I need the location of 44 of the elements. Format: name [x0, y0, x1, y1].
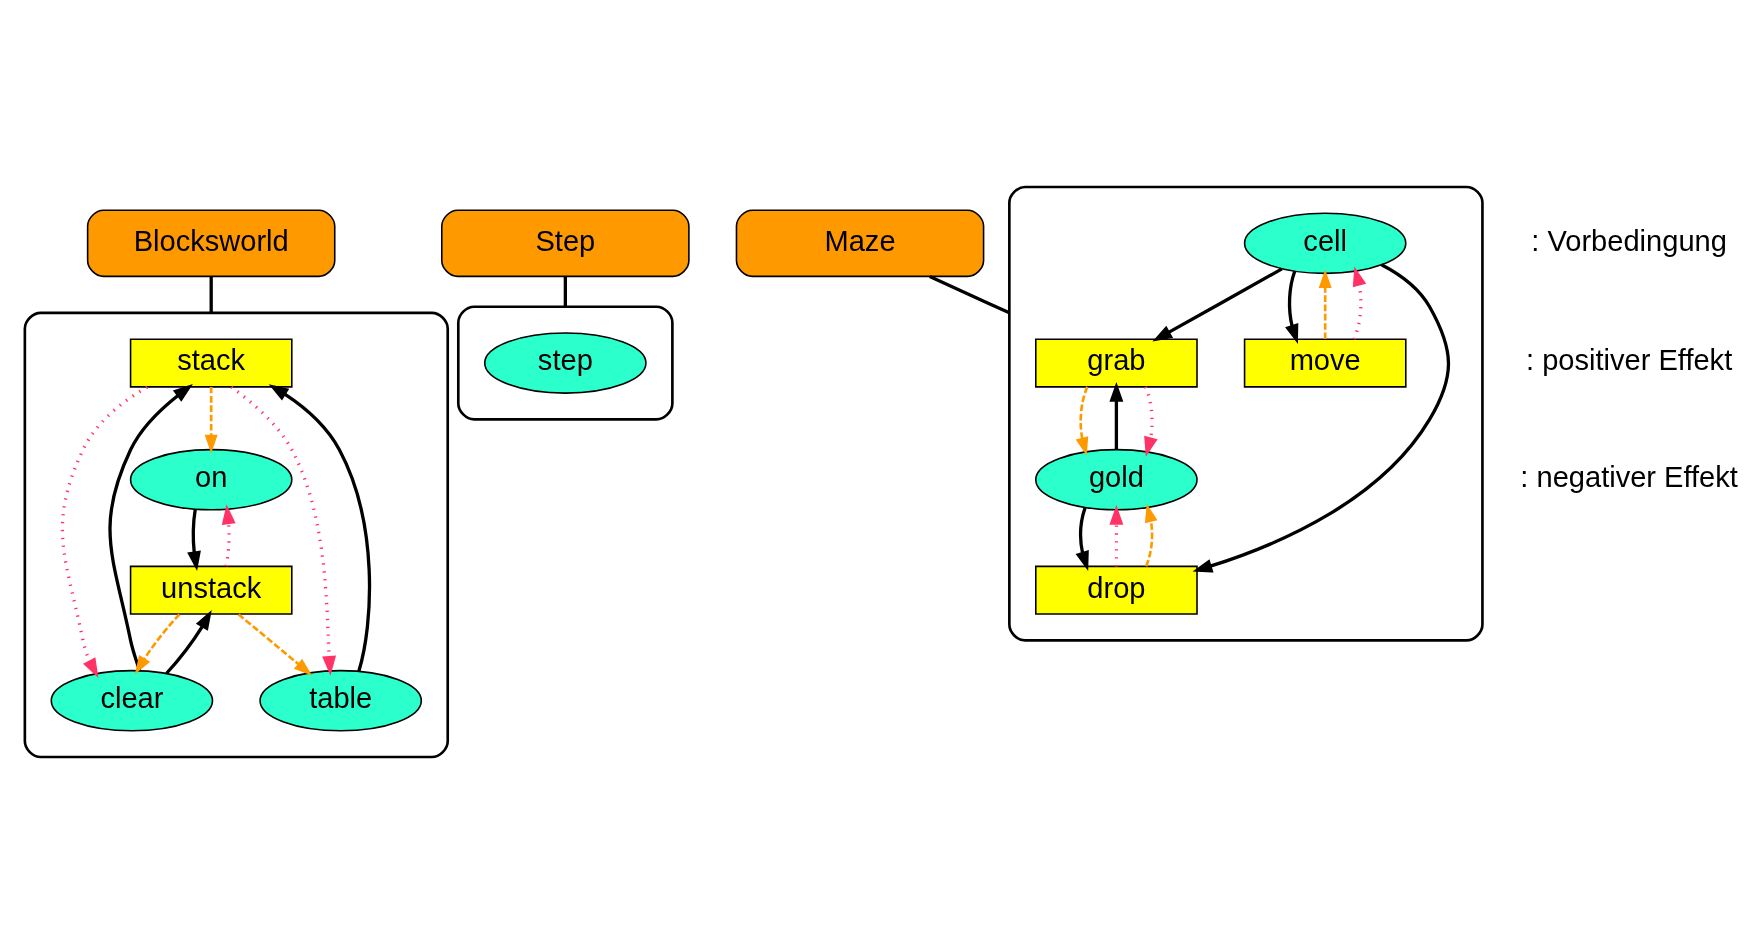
node-box: stack: [129, 337, 293, 388]
node-box: Step: [440, 208, 690, 277]
arrow: [1075, 506, 1089, 571]
arrow: [60, 385, 148, 678]
arrow: [1151, 266, 1283, 342]
arrow: [1318, 269, 1332, 339]
node-box: Maze: [735, 208, 984, 277]
cluster: [1007, 185, 1484, 642]
connector: [928, 274, 1010, 314]
arrow: [164, 609, 212, 675]
legend-label: : positiver Effekt: [1525, 343, 1732, 376]
arrow: [230, 385, 336, 676]
node-box: grab: [1034, 337, 1198, 388]
arrow: [268, 383, 371, 672]
arrow: [1284, 270, 1298, 344]
arrow: [1108, 504, 1123, 566]
cluster: [23, 311, 449, 758]
connector: [563, 276, 567, 307]
node-box: drop: [1034, 565, 1198, 615]
arrow: [237, 612, 312, 676]
arrow: [1144, 503, 1157, 567]
node-ellipse: on: [129, 448, 293, 511]
node-ellipse: cell: [1243, 211, 1407, 274]
arrow: [1192, 262, 1450, 572]
legend-label: : Vorbedingung: [1530, 224, 1727, 257]
cluster: [456, 304, 674, 421]
node-ellipse: table: [258, 669, 422, 732]
node-box: Blocksworld: [86, 208, 336, 277]
arrow: [221, 503, 236, 566]
node-box: move: [1243, 337, 1407, 388]
arrow: [204, 386, 218, 453]
arrow: [1351, 265, 1366, 340]
node-ellipse: step: [483, 331, 647, 394]
arrow: [1075, 385, 1089, 456]
connector: [209, 276, 213, 313]
arrow: [1108, 381, 1123, 449]
arrow: [134, 613, 180, 674]
node-box: unstack: [129, 565, 293, 615]
node-ellipse: gold: [1034, 448, 1198, 511]
arrow: [107, 383, 193, 671]
arrow: [1143, 385, 1158, 457]
arrow: [186, 508, 201, 571]
node-ellipse: clear: [50, 669, 213, 732]
legend-label: : negativer Effekt: [1519, 460, 1738, 493]
